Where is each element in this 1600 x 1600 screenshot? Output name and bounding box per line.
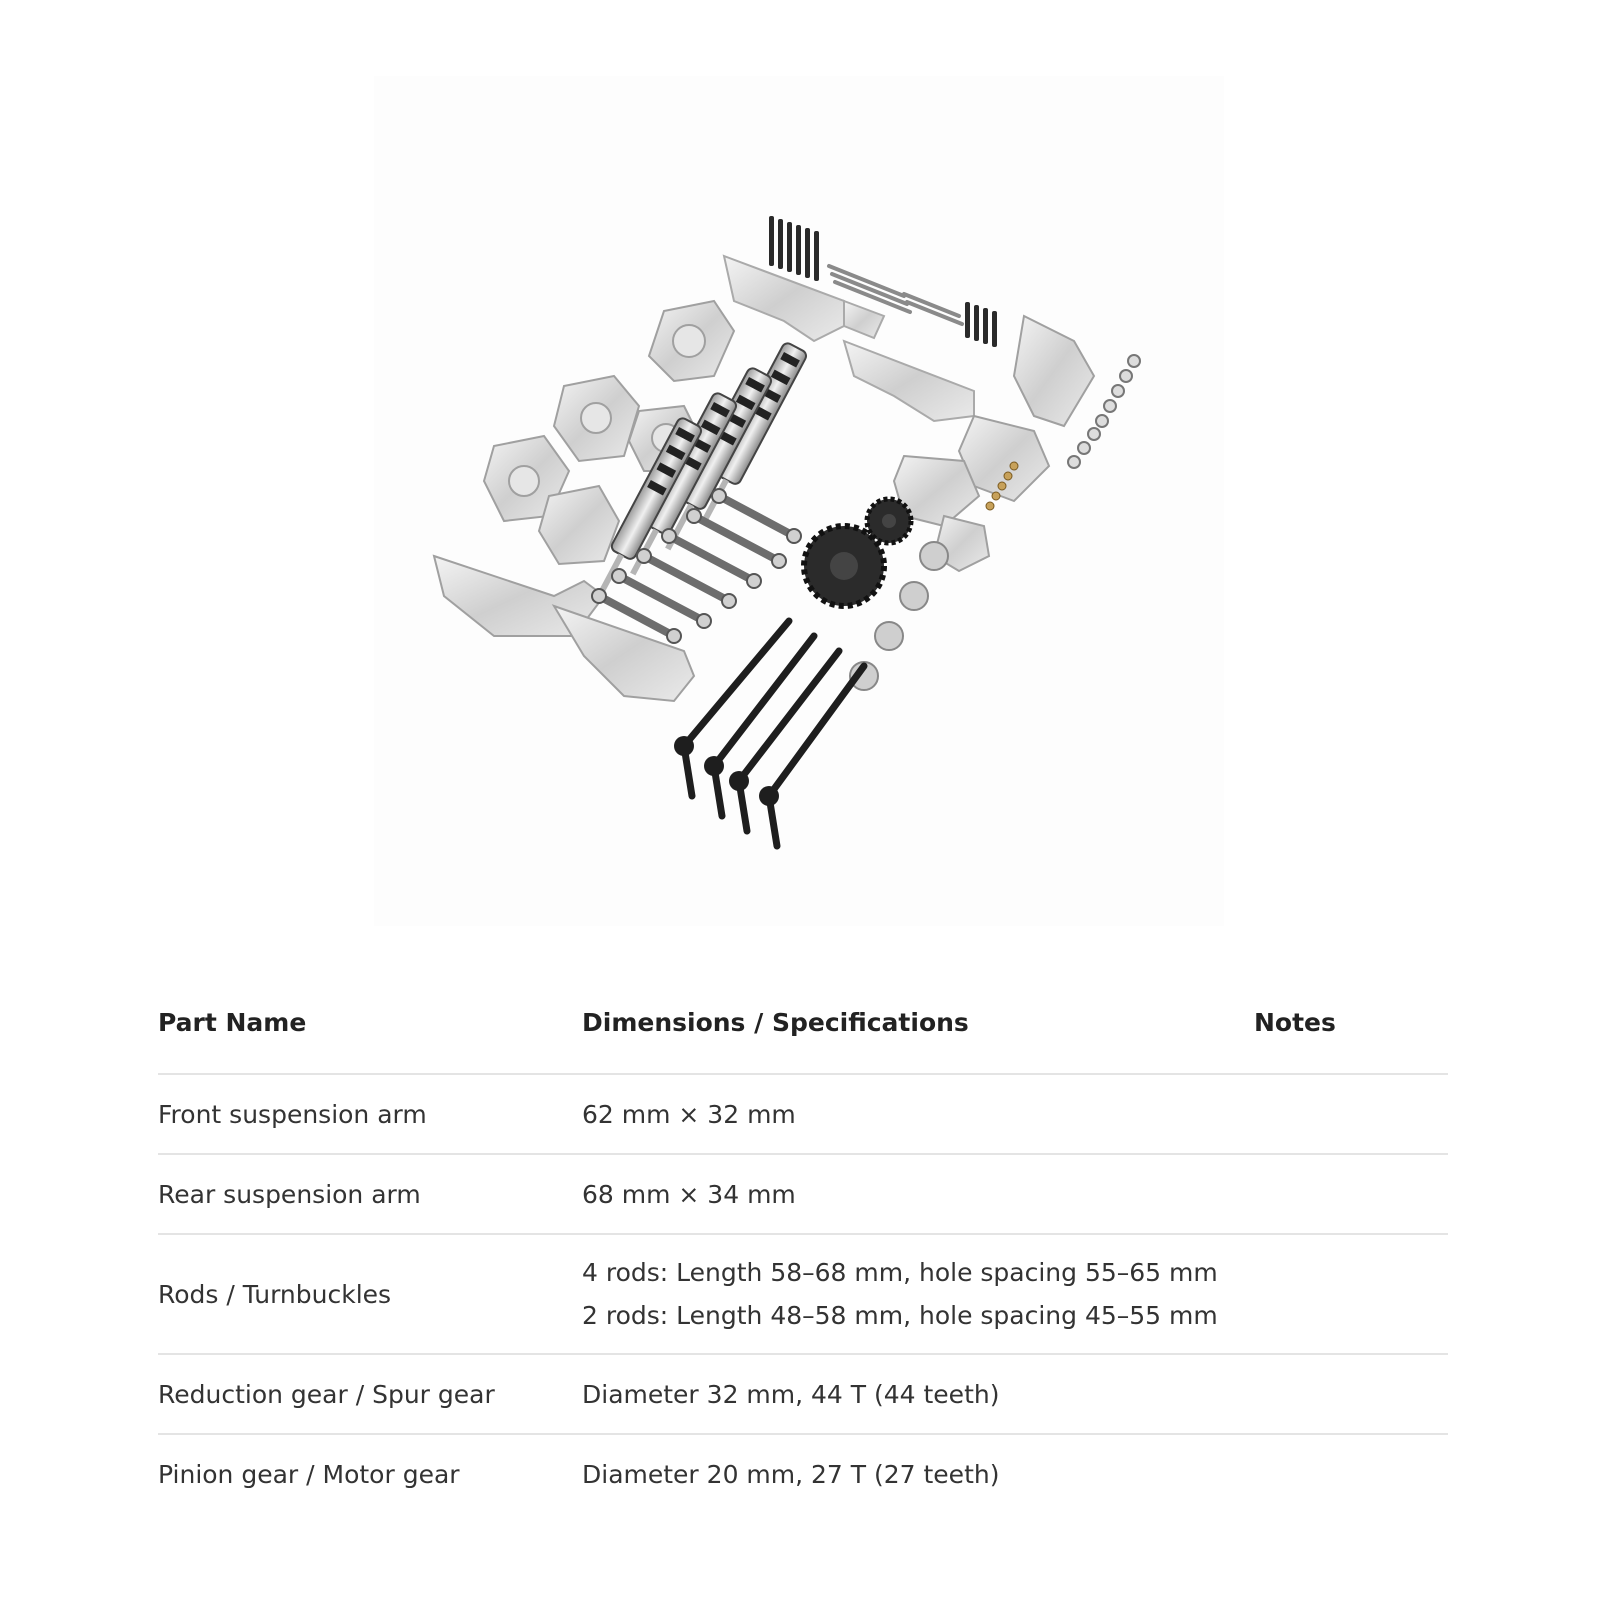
part-name-cell: Pinion gear / Motor gear xyxy=(158,1459,460,1489)
table-row: Pinion gear / Motor gear Diameter 20 mm,… xyxy=(158,1434,1448,1513)
drive-shafts-image xyxy=(680,617,868,850)
cv-joints-group xyxy=(674,736,779,806)
notes-cell xyxy=(1254,1074,1448,1155)
table-row: Front suspension arm 62 mm × 32 mm xyxy=(158,1074,1448,1155)
notes-cell xyxy=(1254,1354,1448,1435)
part-name-cell: Rear suspension arm xyxy=(158,1154,582,1235)
spec-line: 68 mm × 34 mm xyxy=(582,1179,796,1209)
table-row: Rear suspension arm 68 mm × 34 mm xyxy=(158,1154,1448,1235)
table-header-row: Part Name Dimensions / Specifications No… xyxy=(158,1000,1448,1075)
header-notes: Notes xyxy=(1254,1000,1448,1075)
header-part-name: Part Name xyxy=(158,1000,582,1075)
bushings-group xyxy=(985,461,1019,511)
table-row: Reduction gear / Spur gear Diameter 32 m… xyxy=(158,1354,1448,1435)
spec-line: 2 rods: Length 48–58 mm, hole spacing 45… xyxy=(582,1301,1218,1330)
steering-knuckles-image xyxy=(482,299,736,566)
notes-cell xyxy=(1254,1434,1448,1513)
spec-cell: 4 rods: Length 58–68 mm, hole spacing 55… xyxy=(582,1234,1254,1355)
header-dimensions-specifications: Dimensions / Specifications xyxy=(582,1000,1254,1075)
shock-towers-image xyxy=(892,314,1096,573)
spur-gear-image xyxy=(801,523,887,609)
washers-group xyxy=(1067,354,1141,469)
spec-line: 4 rods: Length 58–68 mm, hole spacing 55… xyxy=(582,1258,1218,1287)
turnbuckles-image xyxy=(595,492,798,640)
pins-group xyxy=(827,264,964,326)
spec-cell: 62 mm × 32 mm xyxy=(582,1074,1254,1155)
spec-cell: Diameter 32 mm, 44 T (44 teeth) xyxy=(582,1354,1254,1435)
spec-line: 62 mm × 32 mm xyxy=(582,1099,796,1129)
part-name-cell: Rods / Turnbuckles xyxy=(158,1234,582,1355)
front-suspension-arm-image xyxy=(722,254,975,423)
notes-cell xyxy=(1254,1234,1448,1355)
wheel-hexes-image xyxy=(849,541,949,691)
rod-ends-group xyxy=(591,488,802,644)
screws-group xyxy=(769,216,997,347)
rear-suspension-arm-image xyxy=(432,554,696,703)
part-name-cell: Front suspension arm xyxy=(158,1074,582,1155)
part-name-cell: Reduction gear / Spur gear xyxy=(158,1354,582,1435)
spec-line: Diameter 20 mm, 27 T (27 teeth) xyxy=(582,1459,1000,1489)
spec-line: Diameter 32 mm, 44 T (44 teeth) xyxy=(582,1379,1000,1409)
spec-cell: Diameter 20 mm, 27 T (27 teeth) xyxy=(582,1434,1254,1513)
product-photo xyxy=(374,76,1224,926)
table-row: Rods / Turnbuckles 4 rods: Length 58–68 … xyxy=(158,1234,1448,1355)
rc-parts-kit-icon xyxy=(432,216,1141,850)
notes-cell xyxy=(1254,1154,1448,1235)
spec-cell: 68 mm × 34 mm xyxy=(582,1154,1254,1235)
pinion-gear-image xyxy=(864,496,914,546)
specifications-table: Part Name Dimensions / Specifications No… xyxy=(158,1000,1448,1513)
